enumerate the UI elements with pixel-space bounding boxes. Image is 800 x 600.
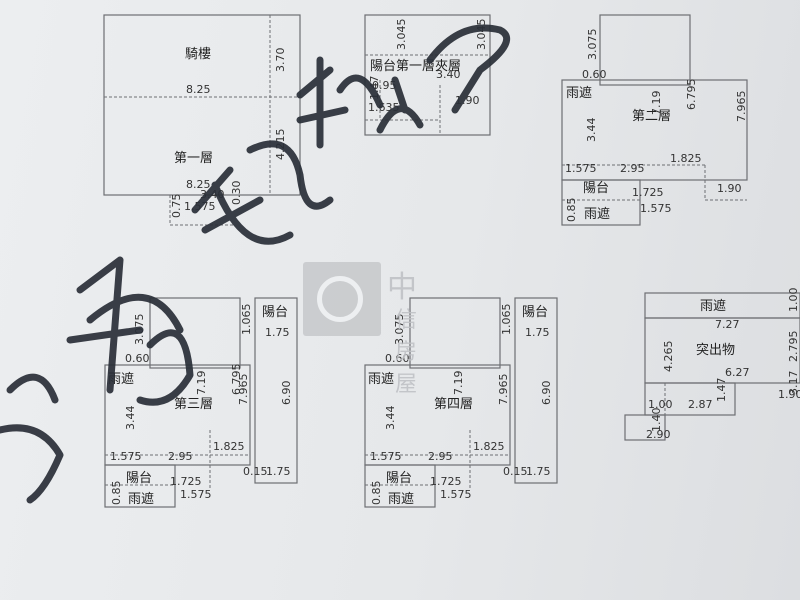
dim-f2-295: 2.95 <box>620 162 645 175</box>
dim-f4-7965: 7.965 <box>497 374 510 406</box>
dim-f3-1065: 1.065 <box>240 304 253 336</box>
dim-f2-1725: 1.725 <box>632 186 664 199</box>
dim-f2-719: 7.19 <box>650 91 663 116</box>
dim-p-147: 1.47 <box>715 378 728 403</box>
label-floor4: 第四層 <box>434 397 473 412</box>
dim-mezz-095: 0.95 <box>372 79 397 92</box>
label-f3-balcony: 陽台 <box>126 471 152 486</box>
dim-p-140: 1.40 <box>650 408 663 433</box>
dim-p-290: 2.90 <box>646 428 671 441</box>
dim-f4-1575: 1.575 <box>370 450 402 463</box>
label-mezzanine: 陽台第一層夾層 <box>370 59 461 74</box>
dim-f3-344: 3.44 <box>124 406 137 431</box>
dim-f2-3075: 3.075 <box>586 29 599 61</box>
label-f3-balcony-right: 陽台 <box>262 305 288 320</box>
dim-f4-344: 3.44 <box>384 406 397 431</box>
dim-mezz-340: 3.40 <box>436 68 461 81</box>
logo-char-zhong: 中 <box>387 270 417 305</box>
dim-f3-295: 2.95 <box>168 450 193 463</box>
outline-mezzanine <box>364 14 491 136</box>
label-f4-balcony: 陽台 <box>386 471 412 486</box>
dim-p-190: 1.90 <box>778 388 800 401</box>
handwritten-annotation <box>0 24 511 504</box>
dim-f2-1825: 1.825 <box>670 152 702 165</box>
dim-p-727: 7.27 <box>715 318 740 331</box>
dim-f2-344: 3.44 <box>585 118 598 143</box>
dim-mezz-3045b: 3.045 <box>475 19 488 51</box>
dim-f4-1725: 1.725 <box>430 475 462 488</box>
dim-f2-6795: 6.795 <box>685 79 698 111</box>
label-f2-balcony: 陽台 <box>583 181 609 196</box>
dim-f3-719: 7.19 <box>195 371 208 396</box>
label-floor3: 第三層 <box>174 397 213 412</box>
dim-f2-190: 1.90 <box>717 182 742 195</box>
label-qilou: 騎樓 <box>185 47 211 62</box>
plan-protrusion: 雨遮 1.00 7.27 4.265 突出物 2.795 6.27 1.00 2… <box>624 288 800 441</box>
label-f4-canopy-bottom: 雨遮 <box>388 491 414 507</box>
dim-f2-060: 0.60 <box>582 68 607 81</box>
label-f4-canopy-top: 雨遮 <box>368 371 394 387</box>
plan-floor3: 3.075 0.60 雨遮 1.065 陽台 1.75 7.19 7.965 6… <box>104 297 298 508</box>
dim-f4-060: 0.60 <box>385 352 410 365</box>
logo-text: 信房屋 <box>395 308 419 397</box>
dim-f3-175: 1.75 <box>265 326 290 339</box>
dim-f4-3075: 3.075 <box>393 314 406 346</box>
dim-f4-1575b: 1.575 <box>440 488 472 501</box>
dim-f3-7965: 7.965 <box>237 374 250 406</box>
outline-qilou-floor1 <box>103 14 301 196</box>
dim-825-top: 8.25 <box>186 83 211 96</box>
dim-p-4265: 4.265 <box>662 341 675 373</box>
watermark-logo: 中 信房屋 <box>303 262 421 397</box>
label-protrusion-canopy: 雨遮 <box>700 298 726 314</box>
dim-f4-175b: 1.75 <box>526 465 551 478</box>
logo-mark <box>303 262 381 336</box>
dim-p-2795: 2.795 <box>787 331 800 363</box>
label-floor2: 第二層 <box>632 109 671 124</box>
dim-f4-719: 7.19 <box>452 371 465 396</box>
dim-p-100: 1.00 <box>787 288 800 313</box>
dim-f3-1725: 1.725 <box>170 475 202 488</box>
dim-mezz-3045: 3.045 <box>395 19 408 51</box>
dim-075: 0.75 <box>170 194 183 219</box>
dim-p-627: 6.27 <box>725 366 750 379</box>
dim-p-100b: 1.00 <box>648 398 673 411</box>
dim-825-bottom: 8.25 <box>186 178 211 191</box>
plan-floor4: 3.075 0.60 雨遮 1.065 陽台 1.75 7.19 7.965 6… <box>364 297 558 508</box>
plan-ground-floor: 騎樓 8.25 3.70 第一層 4.215 8.25 3.40 0.30 1.… <box>103 14 301 226</box>
dim-p-317: 3.17 <box>787 371 800 396</box>
dim-f4-085: 0.85 <box>370 481 383 506</box>
dim-f2-1575b: 1.575 <box>640 202 672 215</box>
dim-370: 3.70 <box>274 48 287 73</box>
dim-f3-1825: 1.825 <box>213 440 245 453</box>
globe-icon <box>317 276 363 322</box>
dim-f4-175: 1.75 <box>525 326 550 339</box>
dim-f4-690: 6.90 <box>540 381 553 406</box>
dim-f3-1575: 1.575 <box>110 450 142 463</box>
dim-030: 0.30 <box>230 181 243 206</box>
dim-f2-085: 0.85 <box>565 198 578 223</box>
label-f2-canopy-bottom: 雨遮 <box>584 206 610 222</box>
dim-f3-175b: 1.75 <box>266 465 291 478</box>
dim-f3-085: 0.85 <box>110 481 123 506</box>
dim-p-287: 2.87 <box>688 398 713 411</box>
label-protrusion: 突出物 <box>696 342 735 358</box>
plan-floor2: 3.075 0.60 雨遮 7.19 6.795 7.965 第二層 3.44 … <box>561 14 748 226</box>
dim-f4-1825: 1.825 <box>473 440 505 453</box>
label-f3-canopy-bottom: 雨遮 <box>128 491 154 507</box>
dim-f3-1575b: 1.575 <box>180 488 212 501</box>
dim-f3-6795: 6.795 <box>230 364 243 396</box>
dim-f4-295: 2.95 <box>428 450 453 463</box>
dim-f3-060: 0.60 <box>125 352 150 365</box>
label-f4-balcony-right: 陽台 <box>522 305 548 320</box>
dim-f3-690: 6.90 <box>280 381 293 406</box>
label-floor1: 第一層 <box>174 151 213 166</box>
dim-f4-015: 0.15 <box>503 465 528 478</box>
dim-f2-7965: 7.965 <box>735 91 748 123</box>
label-f2-canopy-top: 雨遮 <box>566 85 592 101</box>
dim-f3-015: 0.15 <box>243 465 268 478</box>
dim-f2-1575: 1.575 <box>565 162 597 175</box>
dim-f4-1065: 1.065 <box>500 304 513 336</box>
